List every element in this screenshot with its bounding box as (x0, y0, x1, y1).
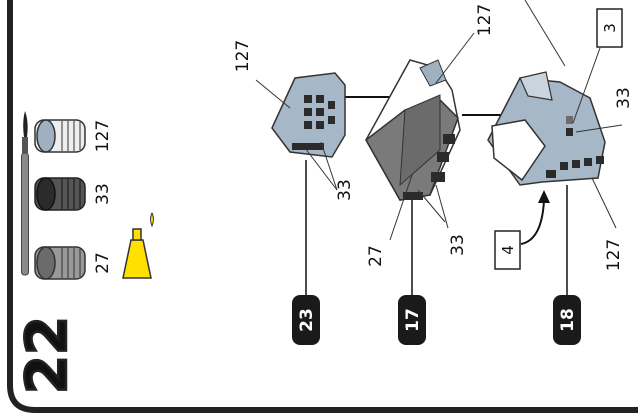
part-number-badge: 17 (398, 295, 426, 345)
callout-label: 33 (335, 179, 355, 201)
paint-pot-27 (35, 247, 85, 279)
paint-pot-33 (35, 178, 85, 210)
paint-pot-127 (35, 120, 85, 152)
callout-label: 127 (233, 40, 253, 72)
part-18-illustration (488, 72, 605, 185)
callout-label: 27 (366, 245, 386, 267)
part-17-illustration (366, 60, 460, 200)
paint-code: 33 (93, 183, 113, 205)
svg-text:4: 4 (499, 245, 517, 255)
part-number-badge: 23 (292, 295, 320, 345)
part-23-illustration (272, 73, 345, 157)
callout-label: 33 (614, 87, 634, 109)
callout-label: 33 (448, 234, 468, 256)
step-number: 22 (15, 316, 80, 394)
callout-box: 3 (597, 9, 622, 47)
callout-label: 127 (475, 4, 495, 36)
callout-box: 4 (495, 231, 520, 269)
callout-label: 127 (604, 239, 624, 271)
paint-code: 27 (93, 252, 113, 274)
glue-tube-icon (123, 213, 154, 278)
paint-code: 127 (93, 120, 113, 152)
svg-text:18: 18 (558, 308, 578, 332)
paintbrush-icon (22, 111, 29, 275)
part-number-badge: 18 (553, 295, 581, 345)
svg-text:23: 23 (297, 308, 317, 332)
curved-arrow (521, 190, 550, 244)
svg-text:17: 17 (403, 308, 423, 332)
svg-text:3: 3 (601, 23, 619, 33)
